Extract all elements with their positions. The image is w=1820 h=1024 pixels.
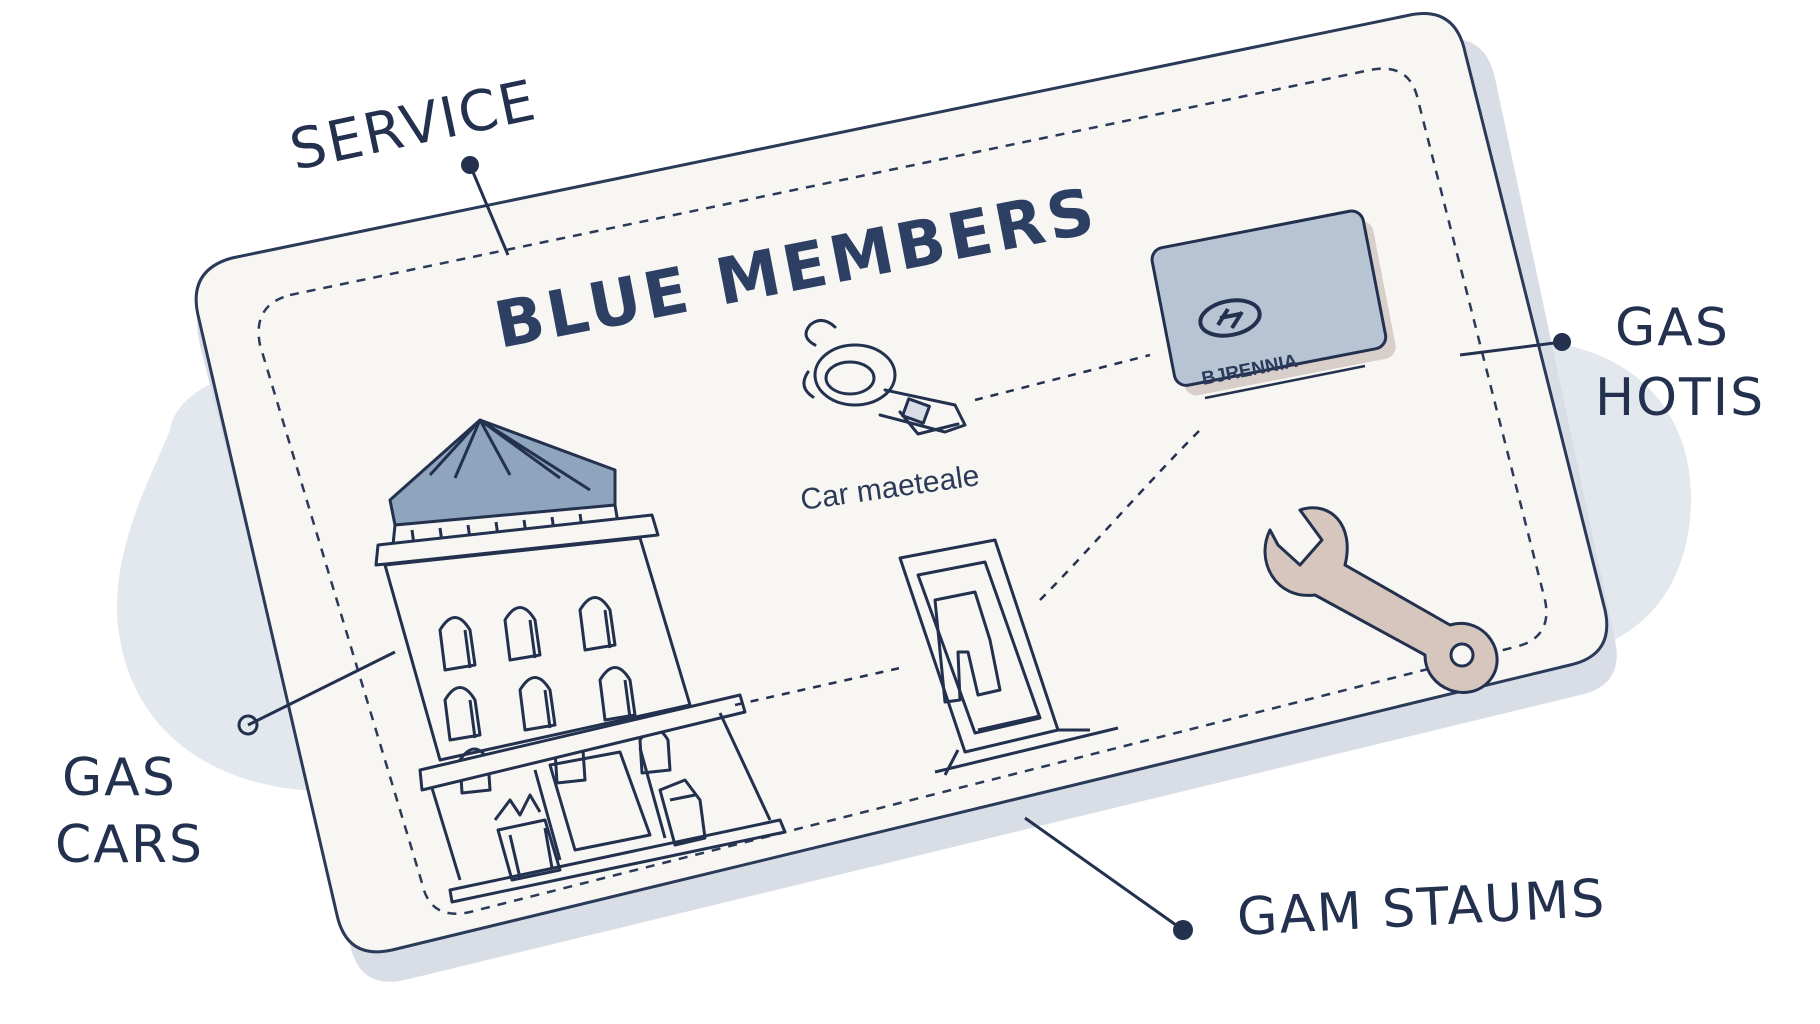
building-icon — [374, 418, 787, 904]
callout-left-line1: GAS — [62, 748, 177, 808]
callout-service-dot — [461, 156, 479, 174]
membership-card-icon: BJRENNIA — [1150, 209, 1396, 400]
callout-bottom-leader — [1024, 816, 1184, 932]
callout-bottom: GAM STAUMS — [1236, 869, 1608, 948]
car-key-icon — [802, 319, 967, 436]
callout-service-leader — [468, 164, 510, 256]
callout-right-line2: HOTIS — [1595, 368, 1765, 428]
callout-right-dot — [1553, 333, 1571, 351]
card-dashed-border — [257, 67, 1548, 915]
callout-left-leader — [247, 650, 396, 727]
wrench-icon — [1263, 506, 1499, 694]
fuel-pump-icon — [898, 538, 1119, 776]
callout-left-line2: CARS — [55, 815, 204, 875]
connector-lines — [734, 353, 1201, 707]
callout-right-line1: GAS — [1615, 298, 1730, 358]
callout-right-leader — [1459, 340, 1563, 357]
callout-service: SERVICE — [284, 68, 542, 184]
callout-bottom-dot — [1173, 920, 1193, 940]
callout-left-dot — [237, 714, 259, 736]
